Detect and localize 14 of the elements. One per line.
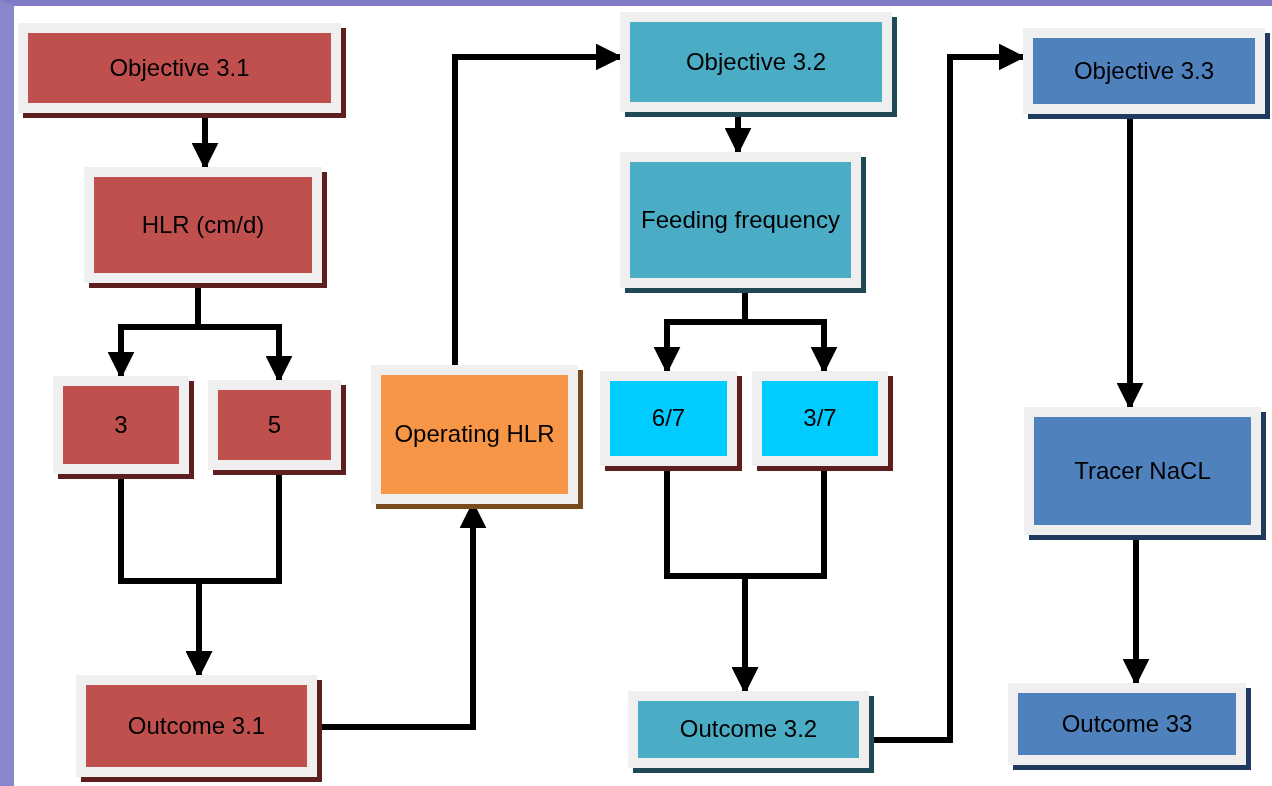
- box-label: Objective 3.1: [108, 52, 251, 83]
- box-label: Operating HLR: [393, 419, 556, 450]
- box-label: Objective 3.3: [1072, 55, 1216, 86]
- box-label: Outcome 33: [1060, 708, 1194, 739]
- box-label: Feeding frequency: [640, 204, 841, 235]
- box-label: Outcome 3.2: [678, 714, 819, 745]
- box-label: Outcome 3.1: [126, 710, 267, 741]
- box-label: 3/7: [802, 403, 838, 434]
- box-label: Tracer NaCL: [1073, 455, 1212, 486]
- box-label: 5: [266, 409, 283, 440]
- box-label: 6/7: [650, 403, 687, 434]
- box-label: HLR (cm/d): [140, 209, 266, 240]
- box-label: 3: [113, 409, 129, 440]
- box-label: Objective 3.2: [684, 46, 828, 77]
